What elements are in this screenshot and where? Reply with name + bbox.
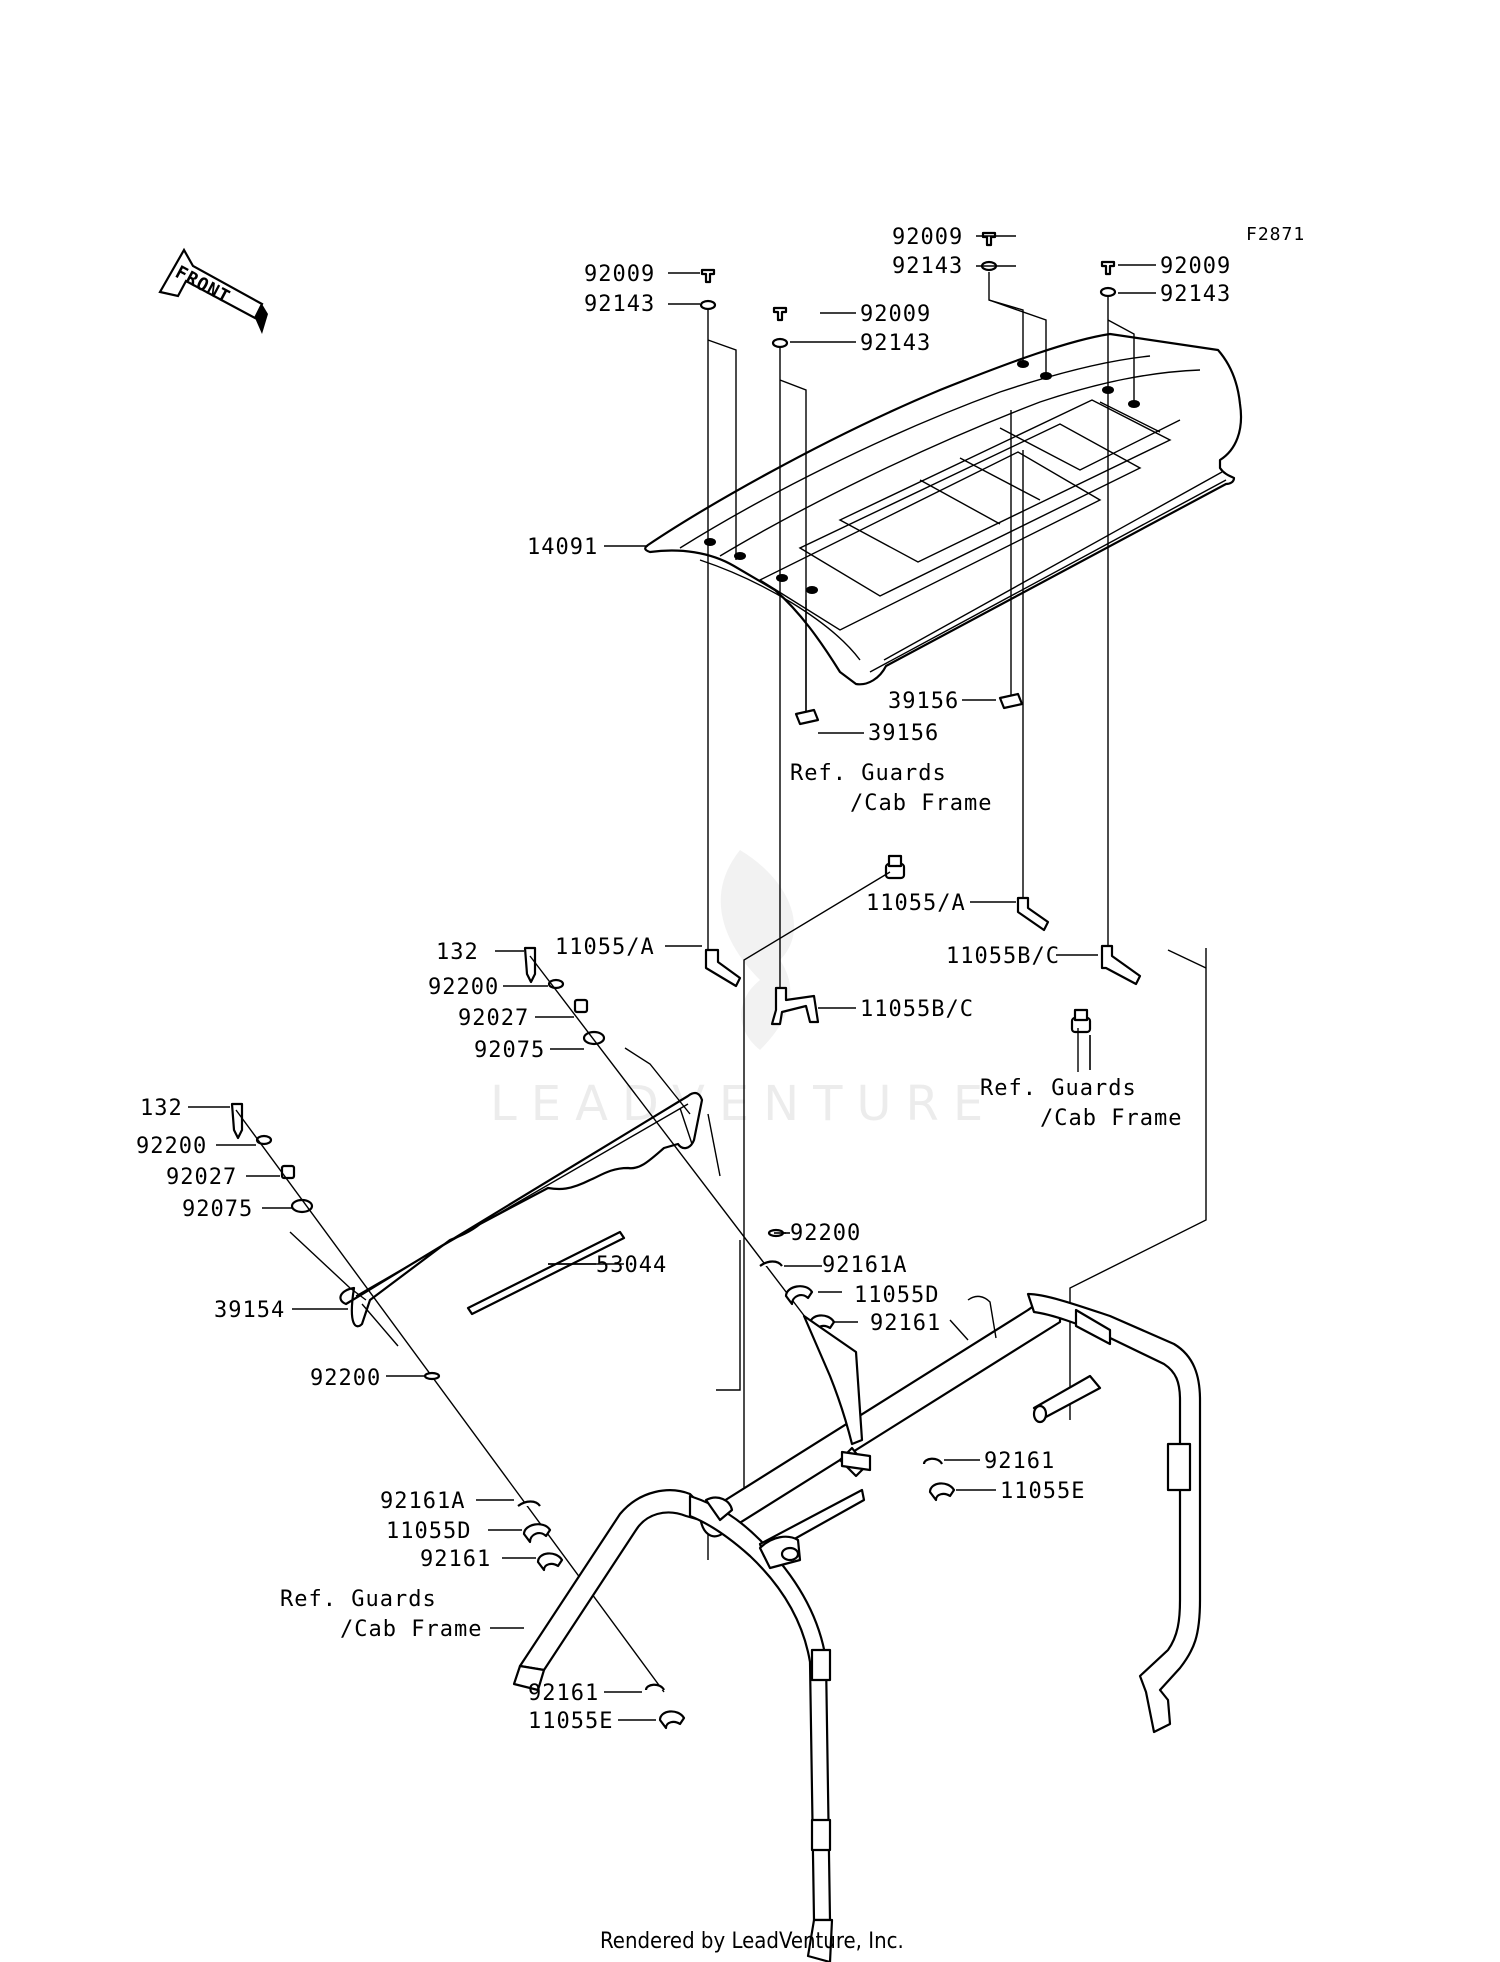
clip-icon [794, 692, 1024, 726]
callout-92009-b: 92009 [860, 302, 931, 327]
callout-92161a-a: 92161A [822, 1253, 907, 1278]
callout-92009-a: 92009 [584, 262, 655, 287]
callout-92161-c: 92161 [420, 1547, 491, 1572]
callout-11055a-left: 11055/A [555, 935, 655, 960]
callout-cab-frame-a: /Cab Frame [850, 791, 992, 816]
callout-92200-c: 92200 [790, 1221, 861, 1246]
bracket-icon [704, 896, 1142, 1026]
callout-14091: 14091 [527, 535, 598, 560]
frame-reference-lines [716, 948, 1207, 1420]
callout-92161-a: 92161 [870, 1311, 941, 1336]
callout-39156-b: 39156 [868, 721, 939, 746]
callout-ref-guards-a: Ref. Guards [790, 761, 947, 786]
callout-11055bc-left: 11055B/C [860, 997, 974, 1022]
callout-11055e-a: 11055E [1000, 1479, 1085, 1504]
callout-53044: 53044 [596, 1253, 667, 1278]
callout-cab-frame-c: /Cab Frame [340, 1617, 482, 1642]
callout-92027-b: 92027 [166, 1165, 237, 1190]
leader-lines [188, 235, 1156, 1721]
front-label: FRONT [172, 262, 234, 308]
callout-ref-guards-b: Ref. Guards [980, 1076, 1137, 1101]
flange-bolt-icon [884, 854, 1092, 1034]
callout-132-b: 132 [140, 1096, 183, 1121]
figure-code: F2871 [1246, 224, 1305, 245]
callout-92200-b: 92200 [136, 1134, 207, 1159]
callout-11055d-b: 11055D [386, 1519, 471, 1544]
callout-11055d-a: 11055D [854, 1283, 939, 1308]
callout-92075-a: 92075 [474, 1038, 545, 1063]
cab-frame [512, 1292, 1202, 1962]
footer-text: Rendered by LeadVenture, Inc. [600, 1929, 904, 1954]
assembly-lines [707, 272, 1135, 1000]
front-arrow-icon: FRONT [158, 247, 268, 334]
callout-39154: 39154 [214, 1298, 285, 1323]
callout-132-a: 132 [436, 940, 479, 965]
callout-92143-c: 92143 [892, 254, 963, 279]
callout-11055e-b: 11055E [528, 1709, 613, 1734]
callout-11055a-right: 11055/A [866, 891, 966, 916]
callout-92161-d: 92161 [528, 1681, 599, 1706]
roof-panel [644, 332, 1243, 686]
callout-92200-d: 92200 [310, 1366, 381, 1391]
callout-labels: 92009 92143 92009 92143 92009 92143 9200… [136, 225, 1231, 1734]
clip-group-upper [759, 1228, 956, 1502]
callout-92075-b: 92075 [182, 1197, 253, 1222]
callout-cab-frame-b: /Cab Frame [1040, 1106, 1182, 1131]
seal-strip [466, 1230, 626, 1316]
callout-92143-a: 92143 [584, 292, 655, 317]
callout-92161a-b: 92161A [380, 1489, 465, 1514]
callout-92161-b: 92161 [984, 1449, 1055, 1474]
callout-92143-d: 92143 [1160, 282, 1231, 307]
callout-92009-c: 92009 [892, 225, 963, 250]
callout-92143-b: 92143 [860, 331, 931, 356]
callout-92009-d: 92009 [1160, 254, 1231, 279]
clip-group-lower [423, 1371, 686, 1730]
visor-panel [339, 1091, 704, 1328]
callout-39156-a: 39156 [888, 689, 959, 714]
bolt-icon [700, 231, 1116, 322]
callout-92200-a: 92200 [428, 975, 499, 1000]
callout-ref-guards-c: Ref. Guards [280, 1587, 437, 1612]
callout-11055bc-right: 11055B/C [946, 944, 1060, 969]
watermark-text: LEADVENTURE [490, 1076, 997, 1132]
callout-92027-a: 92027 [458, 1006, 529, 1031]
